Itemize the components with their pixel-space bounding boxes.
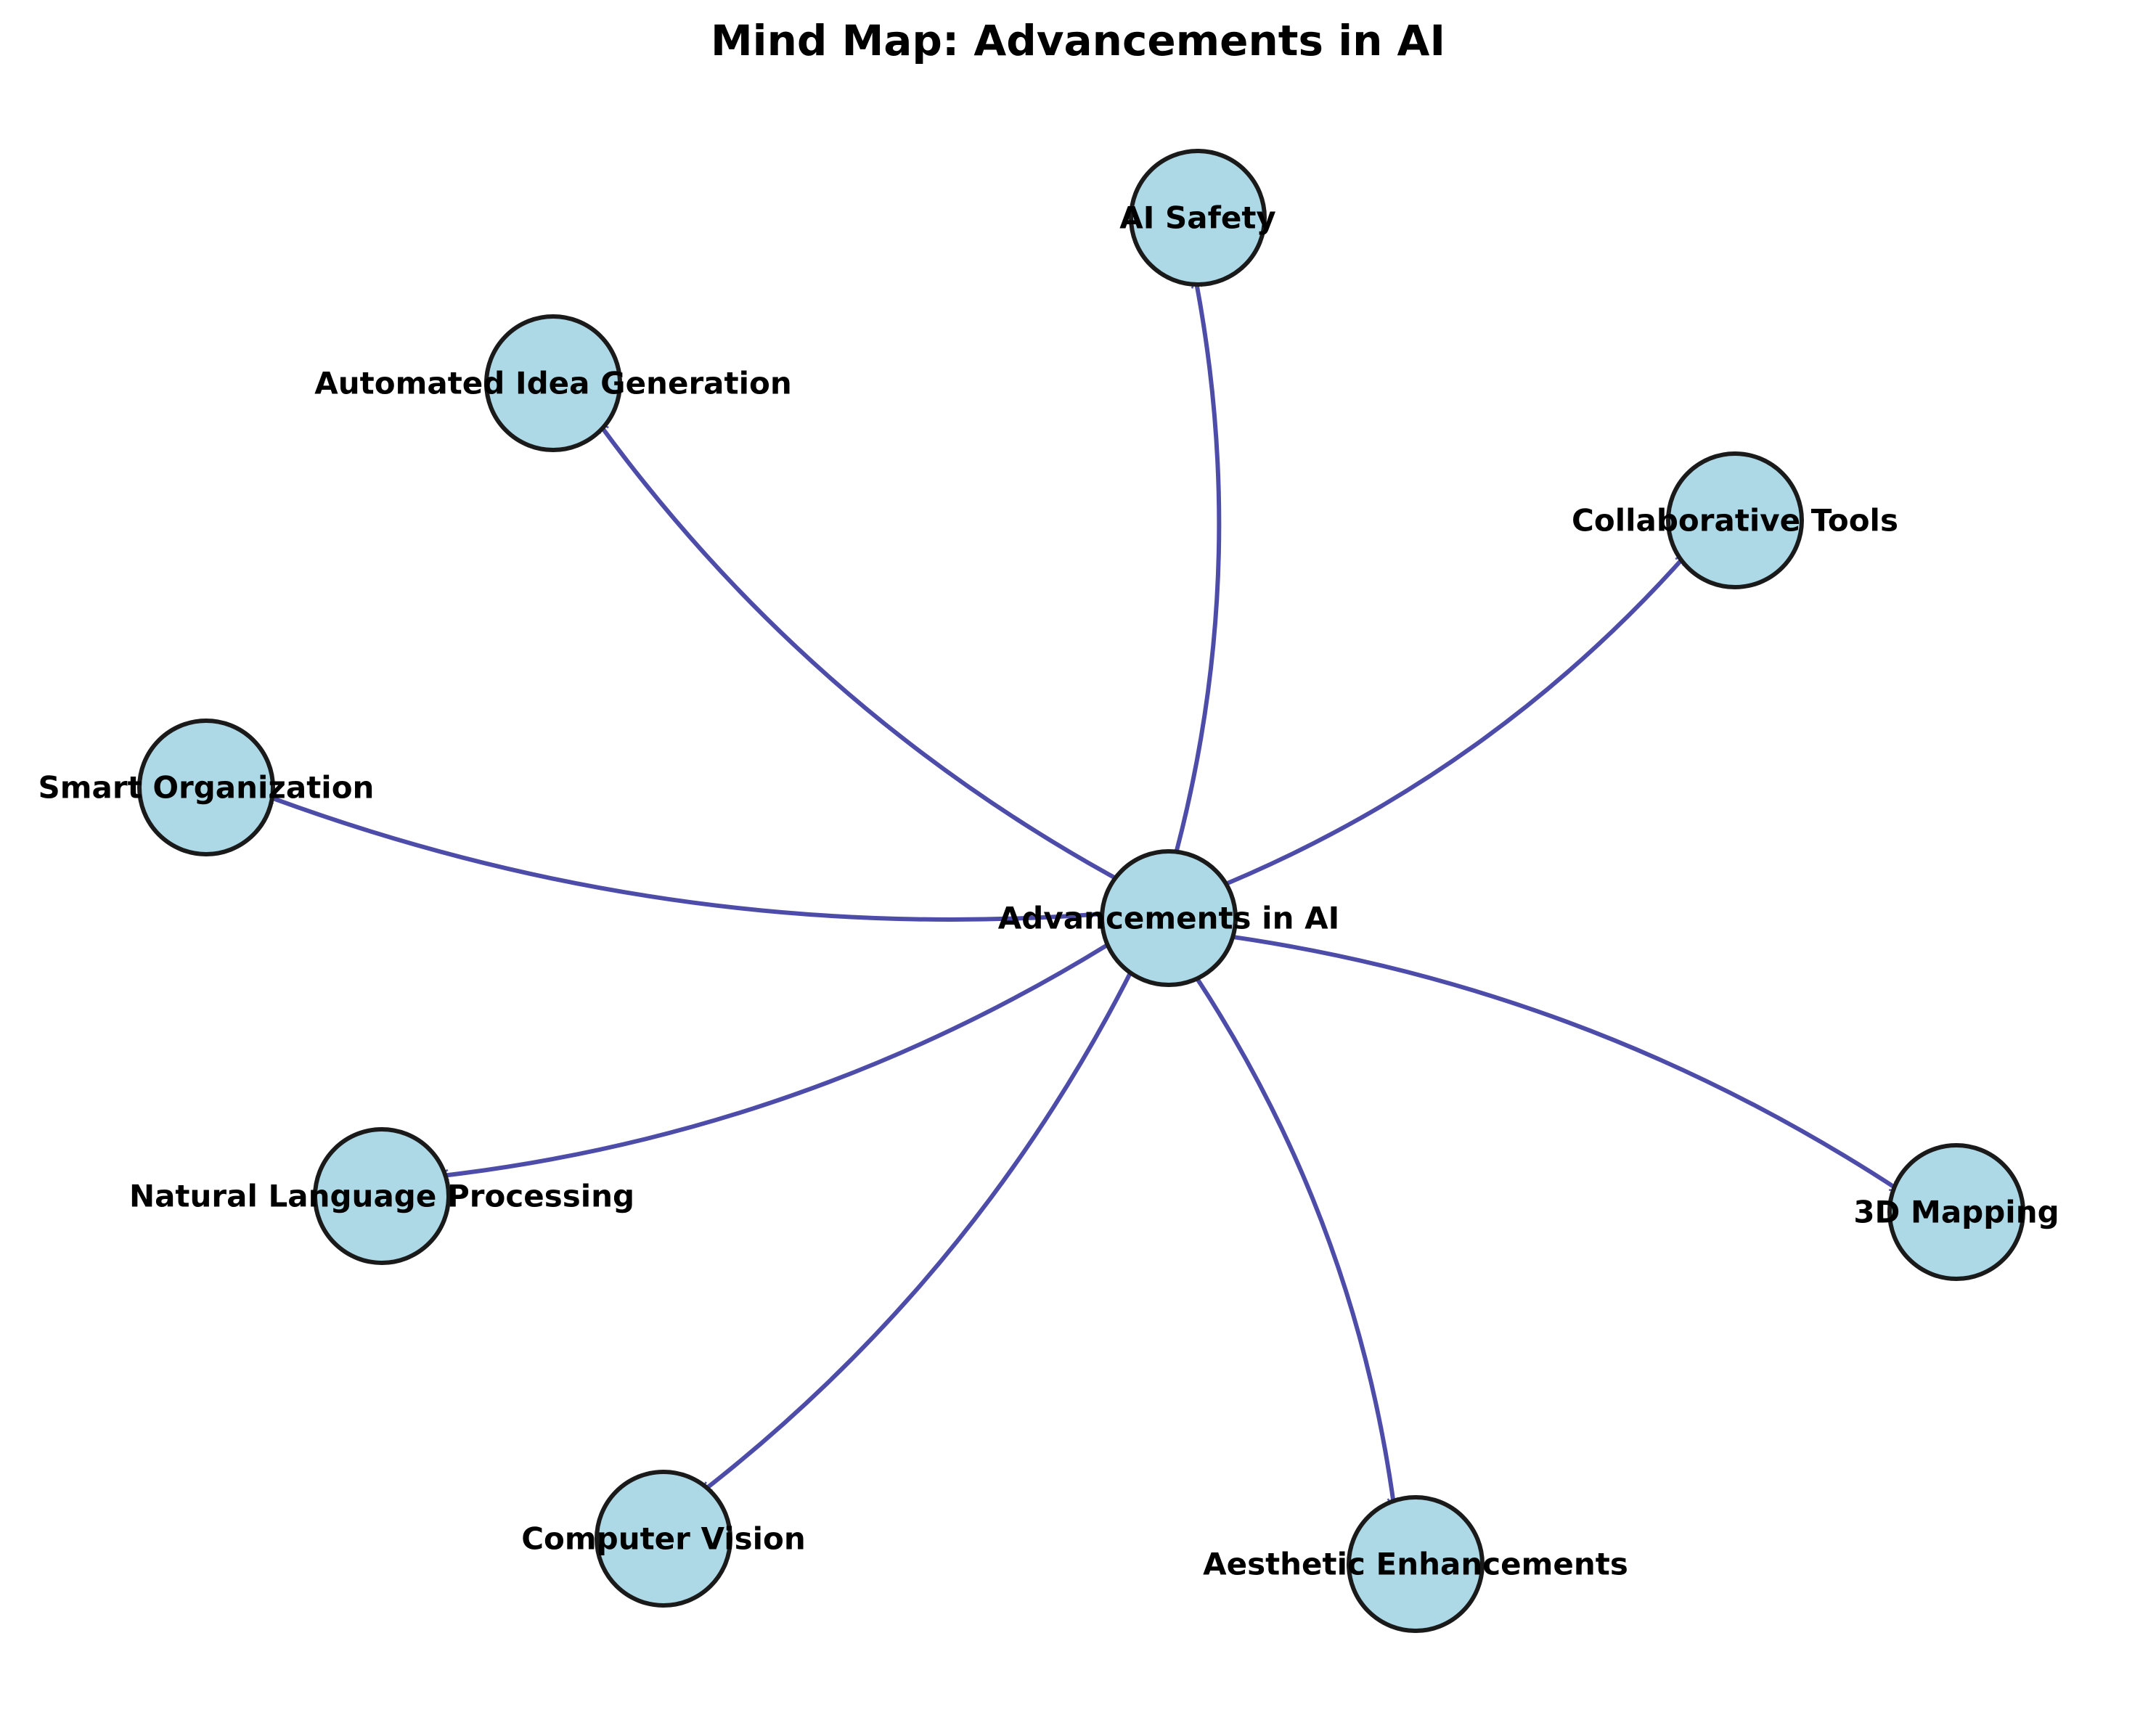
edge-computer-vision	[701, 951, 1143, 1494]
node-collaborative-tools[interactable]	[1666, 451, 1804, 589]
node-ai-safety[interactable]	[1129, 149, 1267, 287]
label-automated-idea-generation: Automated Idea Generation	[314, 366, 791, 401]
label-natural-language-processing: Natural Language Processing	[129, 1179, 634, 1214]
edge-automated-idea-generation	[596, 422, 1136, 891]
node-natural-language-processing[interactable]	[313, 1127, 451, 1265]
node-3d-mapping[interactable]	[1887, 1143, 2025, 1281]
label-3d-mapping: 3D Mapping	[1853, 1195, 2059, 1230]
edge-ai-safety	[1168, 277, 1222, 874]
edge-smart-organization	[265, 795, 1124, 922]
edge-natural-language-processing	[438, 931, 1128, 1176]
nodes-layer	[137, 149, 2025, 1633]
node-center[interactable]	[1100, 849, 1238, 987]
node-automated-idea-generation[interactable]	[484, 314, 622, 452]
label-computer-vision: Computer Vision	[521, 1521, 806, 1557]
label-center: Advancements in AI	[998, 901, 1339, 936]
page-title: Mind Map: Advancements in AI	[710, 16, 1446, 65]
label-smart-organization: Smart Organization	[38, 770, 375, 806]
node-computer-vision[interactable]	[595, 1470, 732, 1608]
node-smart-organization[interactable]	[137, 719, 275, 856]
edge-aesthetic-enhancements	[1183, 959, 1395, 1508]
edge-collaborative-tools	[1204, 554, 1689, 895]
label-collaborative-tools: Collaborative Tools	[1572, 503, 1898, 539]
label-aesthetic-enhancements: Aesthetic Enhancements	[1203, 1547, 1628, 1582]
edges-layer	[265, 277, 1900, 1508]
edge-3d-mapping	[1210, 931, 1900, 1193]
label-ai-safety: AI Safety	[1119, 200, 1276, 236]
node-aesthetic-enhancements[interactable]	[1347, 1495, 1485, 1633]
